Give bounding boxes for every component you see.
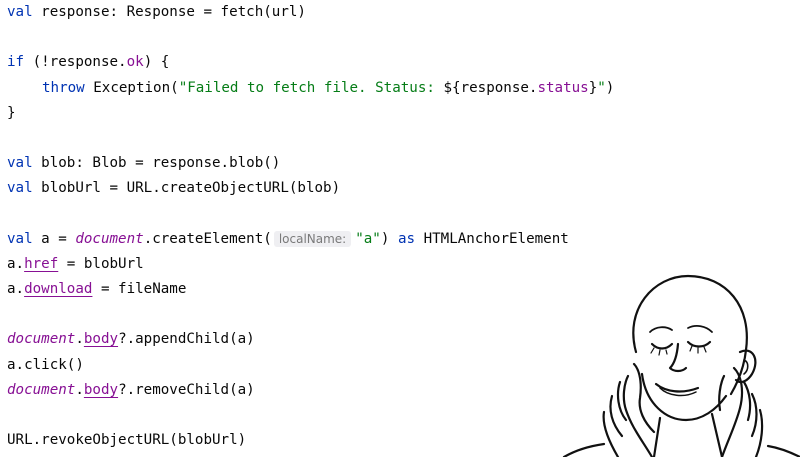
code-text: }	[588, 79, 598, 96]
code-text: ?.appendChild(a)	[118, 331, 255, 348]
code-text: a.click()	[7, 356, 84, 373]
global-object: document	[75, 230, 144, 247]
code-line[interactable]: val a = document.createElement(localName…	[7, 227, 607, 252]
code-text: )	[605, 79, 615, 96]
code-text: = fileName	[92, 281, 187, 298]
property: body	[83, 331, 119, 348]
code-text: HTMLAnchorElement	[415, 230, 569, 247]
keyword: val	[7, 180, 33, 197]
keyword: throw	[42, 79, 85, 96]
global-object: document	[7, 331, 76, 348]
code-text: )	[380, 230, 398, 247]
code-text: .	[75, 331, 84, 348]
code-line[interactable]: val blob: Blob = response.blob()	[7, 151, 607, 176]
blank-line[interactable]	[7, 403, 607, 428]
blank-line[interactable]	[7, 126, 607, 151]
code-text: }	[7, 104, 16, 121]
code-line[interactable]: a.href = blobUrl	[7, 252, 607, 277]
property: ok	[126, 54, 144, 71]
keyword: val	[7, 155, 33, 172]
property: status	[537, 79, 589, 96]
code-text: a =	[32, 230, 76, 247]
blank-line[interactable]	[7, 25, 607, 50]
code-text: = blobUrl	[58, 255, 144, 272]
property: body	[83, 381, 119, 398]
code-line[interactable]: a.download = fileName	[7, 277, 607, 302]
global-object: document	[7, 381, 76, 398]
code-text: .createElement(	[143, 230, 272, 247]
code-text: (!response.	[24, 54, 127, 71]
code-text: a.	[7, 255, 25, 272]
code-line[interactable]: URL.revokeObjectURL(blobUrl)	[7, 428, 607, 453]
parameter-hint: localName:	[273, 230, 352, 247]
code-line[interactable]: }	[7, 101, 607, 126]
keyword: val	[7, 230, 33, 247]
code-text: blobUrl = URL.createObjectURL(blob)	[32, 180, 341, 197]
code-line[interactable]: document.body?.appendChild(a)	[7, 327, 607, 352]
property: download	[24, 281, 93, 298]
code-text: ?.removeChild(a)	[118, 381, 255, 398]
blank-line[interactable]	[7, 202, 607, 227]
code-text: ) {	[143, 54, 170, 71]
satisfied-face-icon	[562, 274, 800, 457]
code-line[interactable]: val blobUrl = URL.createObjectURL(blob)	[7, 176, 607, 201]
keyword: if	[7, 54, 25, 71]
code-line[interactable]: val response: Response = fetch(url)	[7, 0, 607, 25]
code-text: .	[75, 381, 84, 398]
code-editor[interactable]: val response: Response = fetch(url) if (…	[7, 0, 614, 453]
string-literal: "	[597, 79, 606, 96]
string-literal: "a"	[355, 230, 381, 247]
code-text: URL.revokeObjectURL(blobUrl)	[7, 432, 247, 449]
code-text: a.	[7, 281, 25, 298]
code-text: blob: Blob = response.blob()	[32, 155, 281, 172]
code-line[interactable]: document.body?.removeChild(a)	[7, 378, 607, 403]
code-line[interactable]: if (!response.ok) {	[7, 50, 607, 75]
keyword: as	[397, 230, 416, 247]
code-text: response: Response = fetch(url)	[32, 4, 306, 20]
code-text: Exception(	[84, 79, 179, 96]
code-line[interactable]: a.click()	[7, 353, 607, 378]
property: href	[24, 255, 59, 272]
code-line[interactable]: throw Exception("Failed to fetch file. S…	[7, 76, 614, 101]
keyword: val	[7, 4, 33, 20]
blank-line[interactable]	[7, 302, 607, 327]
code-text: ${response.	[443, 79, 538, 96]
string-literal: "Failed to fetch file. Status:	[178, 79, 444, 96]
